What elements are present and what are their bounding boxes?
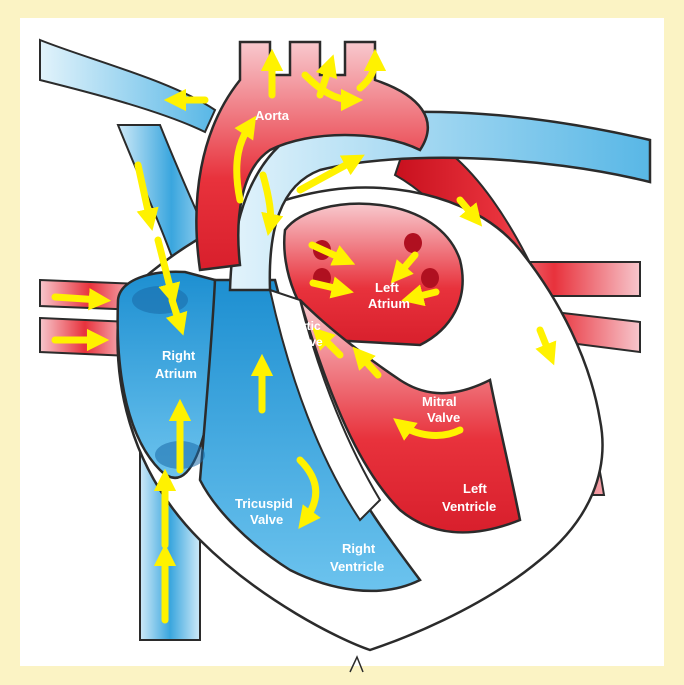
label-aortic-valve-1: Aortic — [286, 319, 321, 333]
label-left-ventricle-2: Ventricle — [442, 499, 496, 514]
label-right-ventricle-2: Ventricle — [330, 559, 384, 574]
label-tricuspid-valve-2: Valve — [250, 512, 283, 527]
label-mitral-valve-1: Mitral — [422, 394, 457, 409]
label-tricuspid-valve-1: Tricuspid — [235, 496, 293, 511]
label-left-atrium-2: Atrium — [368, 296, 410, 311]
label-right-atrium-2: Atrium — [155, 366, 197, 381]
label-aortic-valve-2: Valve — [292, 335, 323, 349]
label-right-ventricle-1: Right — [342, 541, 376, 556]
label-left-atrium-1: Left — [375, 280, 400, 295]
label-mitral-valve-2: Valve — [427, 410, 460, 425]
label-right-atrium-1: Right — [162, 348, 196, 363]
svc-opening — [132, 286, 188, 314]
label-aorta: Aorta — [255, 108, 290, 123]
label-left-ventricle-1: Left — [463, 481, 488, 496]
